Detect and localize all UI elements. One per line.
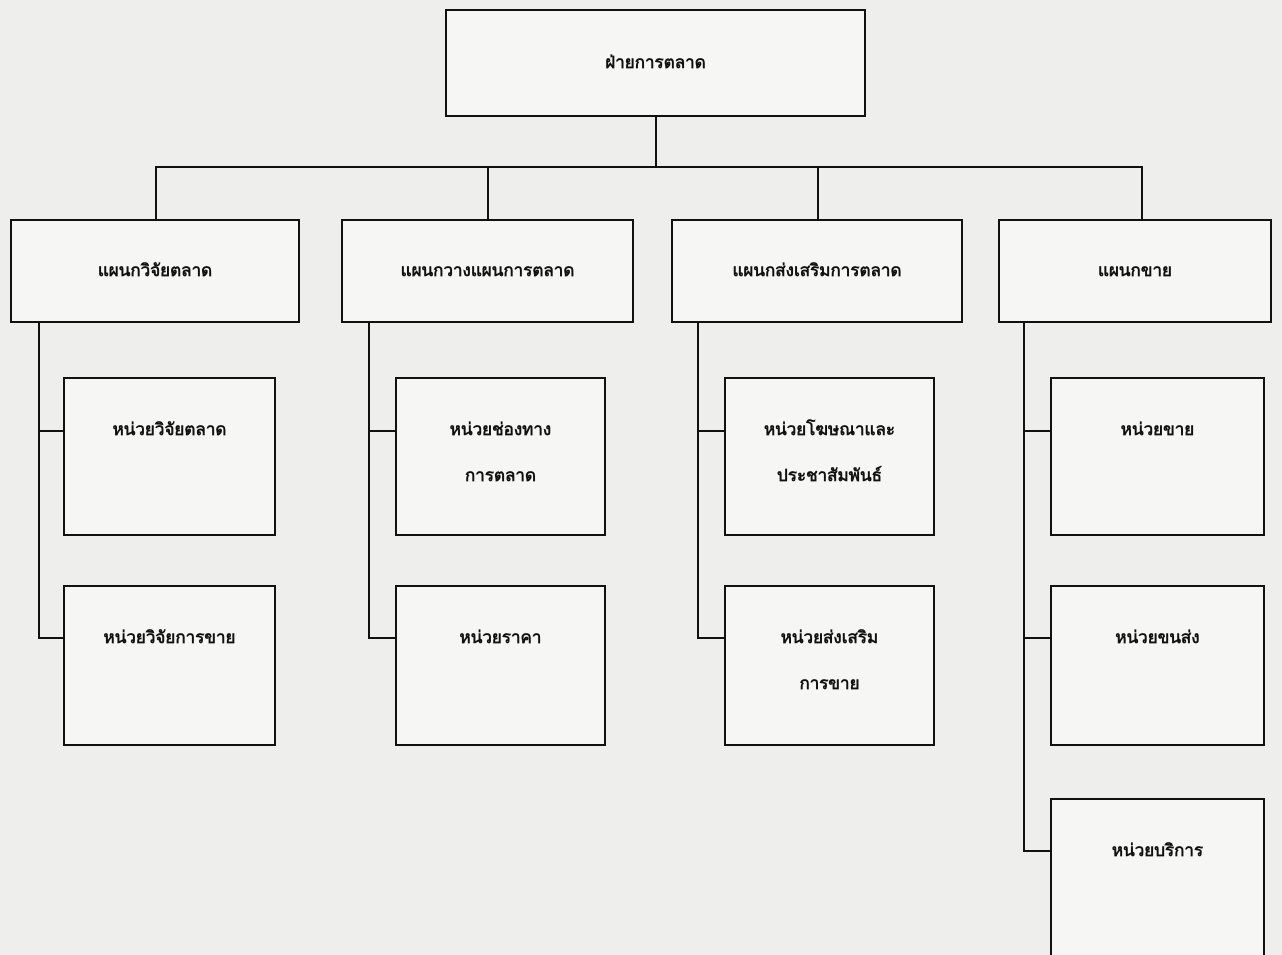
department-node: แผนกส่งเสริมการตลาด [671, 219, 963, 323]
department-node: แผนกขาย [998, 219, 1272, 323]
unit-branch-line [368, 430, 396, 432]
unit-label: หน่วยขาย [1120, 420, 1195, 440]
unit-label: หน่วยวิจัยการขาย [103, 628, 236, 648]
unit-label-line: ประชาสัมพันธ์ [777, 466, 882, 486]
department-node: แผนกวางแผนการตลาด [341, 219, 634, 323]
unit-node: หน่วยวิจัยตลาด [63, 377, 276, 536]
unit-node: หน่วยขนส่ง [1050, 585, 1265, 746]
unit-label-line: หน่วยโฆษณาและ [763, 420, 896, 440]
unit-branch-line [38, 430, 64, 432]
unit-branch-line [1023, 850, 1051, 852]
unit-branch-line [1023, 430, 1051, 432]
unit-spine-line [38, 322, 40, 639]
department-label: แผนกขาย [1098, 261, 1172, 281]
unit-label: หน่วยขนส่ง [1115, 628, 1200, 648]
root-label: ฝ่ายการตลาด [605, 53, 706, 73]
unit-node: หน่วยช่องทาง การตลาด [395, 377, 606, 536]
unit-branch-line [697, 637, 725, 639]
root-node: ฝ่ายการตลาด [445, 9, 866, 117]
unit-label-line: การขาย [799, 674, 860, 694]
unit-branch-line [1023, 637, 1051, 639]
department-bus-line [155, 166, 1141, 168]
unit-label-line: หน่วยส่งเสริม [780, 628, 879, 648]
unit-label: หน่วยราคา [459, 628, 542, 648]
department-label: แผนกวิจัยตลาด [97, 261, 213, 281]
department-node: แผนกวิจัยตลาด [10, 219, 300, 323]
unit-branch-line [368, 637, 396, 639]
unit-spine-line [697, 322, 699, 639]
unit-node: หน่วยโฆษณาและ ประชาสัมพันธ์ [724, 377, 935, 536]
unit-label-line: การตลาด [464, 466, 536, 486]
unit-node: หน่วยส่งเสริม การขาย [724, 585, 935, 746]
dept-connector-line [487, 166, 489, 220]
unit-node: หน่วยบริการ [1050, 798, 1265, 955]
department-label: แผนกส่งเสริมการตลาด [732, 261, 902, 281]
unit-spine-line [1023, 322, 1025, 852]
unit-branch-line [38, 637, 64, 639]
unit-spine-line [368, 322, 370, 639]
dept-connector-line [817, 166, 819, 220]
unit-branch-line [697, 430, 725, 432]
unit-label: หน่วยบริการ [1111, 841, 1204, 861]
unit-node: หน่วยราคา [395, 585, 606, 746]
root-connector-line [655, 116, 657, 166]
dept-connector-line [1141, 166, 1143, 220]
department-label: แผนกวางแผนการตลาด [400, 261, 575, 281]
unit-node: หน่วยวิจัยการขาย [63, 585, 276, 746]
dept-connector-line [155, 166, 157, 220]
unit-node: หน่วยขาย [1050, 377, 1265, 536]
unit-label-line: หน่วยช่องทาง [449, 420, 552, 440]
unit-label: หน่วยวิจัยตลาด [112, 420, 227, 440]
